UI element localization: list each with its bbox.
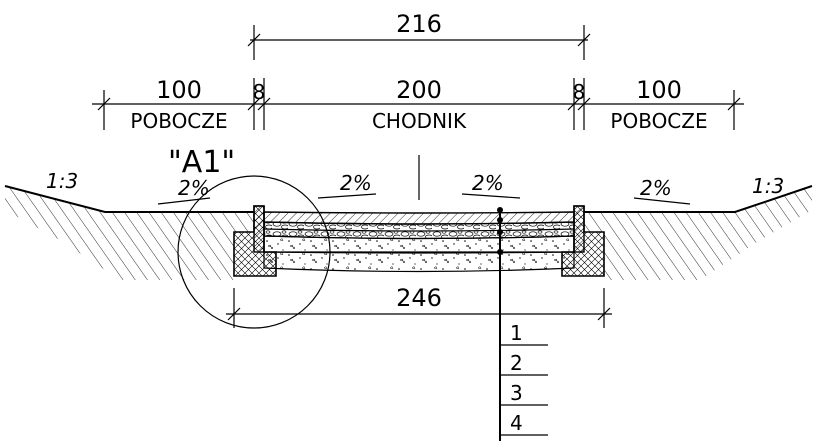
dimension-top: 216 bbox=[247, 10, 591, 60]
slope-walkway-right: 2% bbox=[472, 171, 504, 195]
dim-shoulder-right: 100 bbox=[636, 76, 682, 104]
layer-dot-4 bbox=[497, 249, 503, 255]
ground-line-left bbox=[4, 185, 254, 213]
dim-curb-left: 8 bbox=[253, 80, 266, 104]
earth-hatch-right bbox=[584, 186, 812, 280]
earth-hatch-left bbox=[5, 186, 254, 280]
ground-line-right bbox=[584, 185, 813, 213]
layer-dot-1 bbox=[497, 207, 503, 213]
dim-shoulder-left: 100 bbox=[156, 76, 202, 104]
layer-label-3: 3 bbox=[510, 381, 523, 405]
layer-concrete-base bbox=[263, 251, 575, 273]
dim-curb-right: 8 bbox=[573, 80, 586, 104]
ground bbox=[4, 185, 813, 280]
layer-label-1: 1 bbox=[510, 321, 523, 345]
layer-dot-2 bbox=[497, 217, 503, 223]
slope-embankment-right: 1:3 bbox=[752, 174, 784, 198]
pavement-structure bbox=[233, 205, 605, 277]
dim-walkway: 200 bbox=[396, 76, 442, 104]
dimension-bottom: 246 bbox=[226, 284, 612, 328]
detail-reference: "A1" bbox=[168, 145, 331, 329]
curb-left-edge bbox=[253, 205, 265, 253]
layer-paving bbox=[263, 211, 575, 225]
label-walkway: CHODNIK bbox=[372, 109, 467, 133]
slope-walkway-left: 2% bbox=[340, 171, 372, 195]
layer-label-2: 2 bbox=[510, 351, 523, 375]
label-shoulder-right: POBOCZE bbox=[610, 109, 707, 133]
layer-divider bbox=[263, 228, 575, 232]
layer-callout: 1 2 3 4 bbox=[497, 207, 548, 441]
detail-label: "A1" bbox=[168, 145, 235, 180]
dim-base-width: 246 bbox=[396, 284, 442, 312]
slope-embankment-left: 1:3 bbox=[46, 169, 78, 193]
layer-label-4: 4 bbox=[510, 411, 523, 435]
dim-overall-top: 216 bbox=[396, 10, 442, 38]
slope-shoulder-left: 2% bbox=[178, 176, 210, 200]
curb-right-edge bbox=[573, 205, 585, 253]
slope-shoulder-right: 2% bbox=[640, 176, 672, 200]
layer-dot-3 bbox=[497, 229, 503, 235]
detail-circle bbox=[177, 175, 331, 329]
slope-markers: 1:3 1:3 2% 2% 2% 2% bbox=[46, 169, 784, 205]
label-shoulder-left: POBOCZE bbox=[130, 109, 227, 133]
dimension-row: 100 8 200 8 100 POBOCZE CHODNIK POBOCZE bbox=[92, 76, 744, 133]
